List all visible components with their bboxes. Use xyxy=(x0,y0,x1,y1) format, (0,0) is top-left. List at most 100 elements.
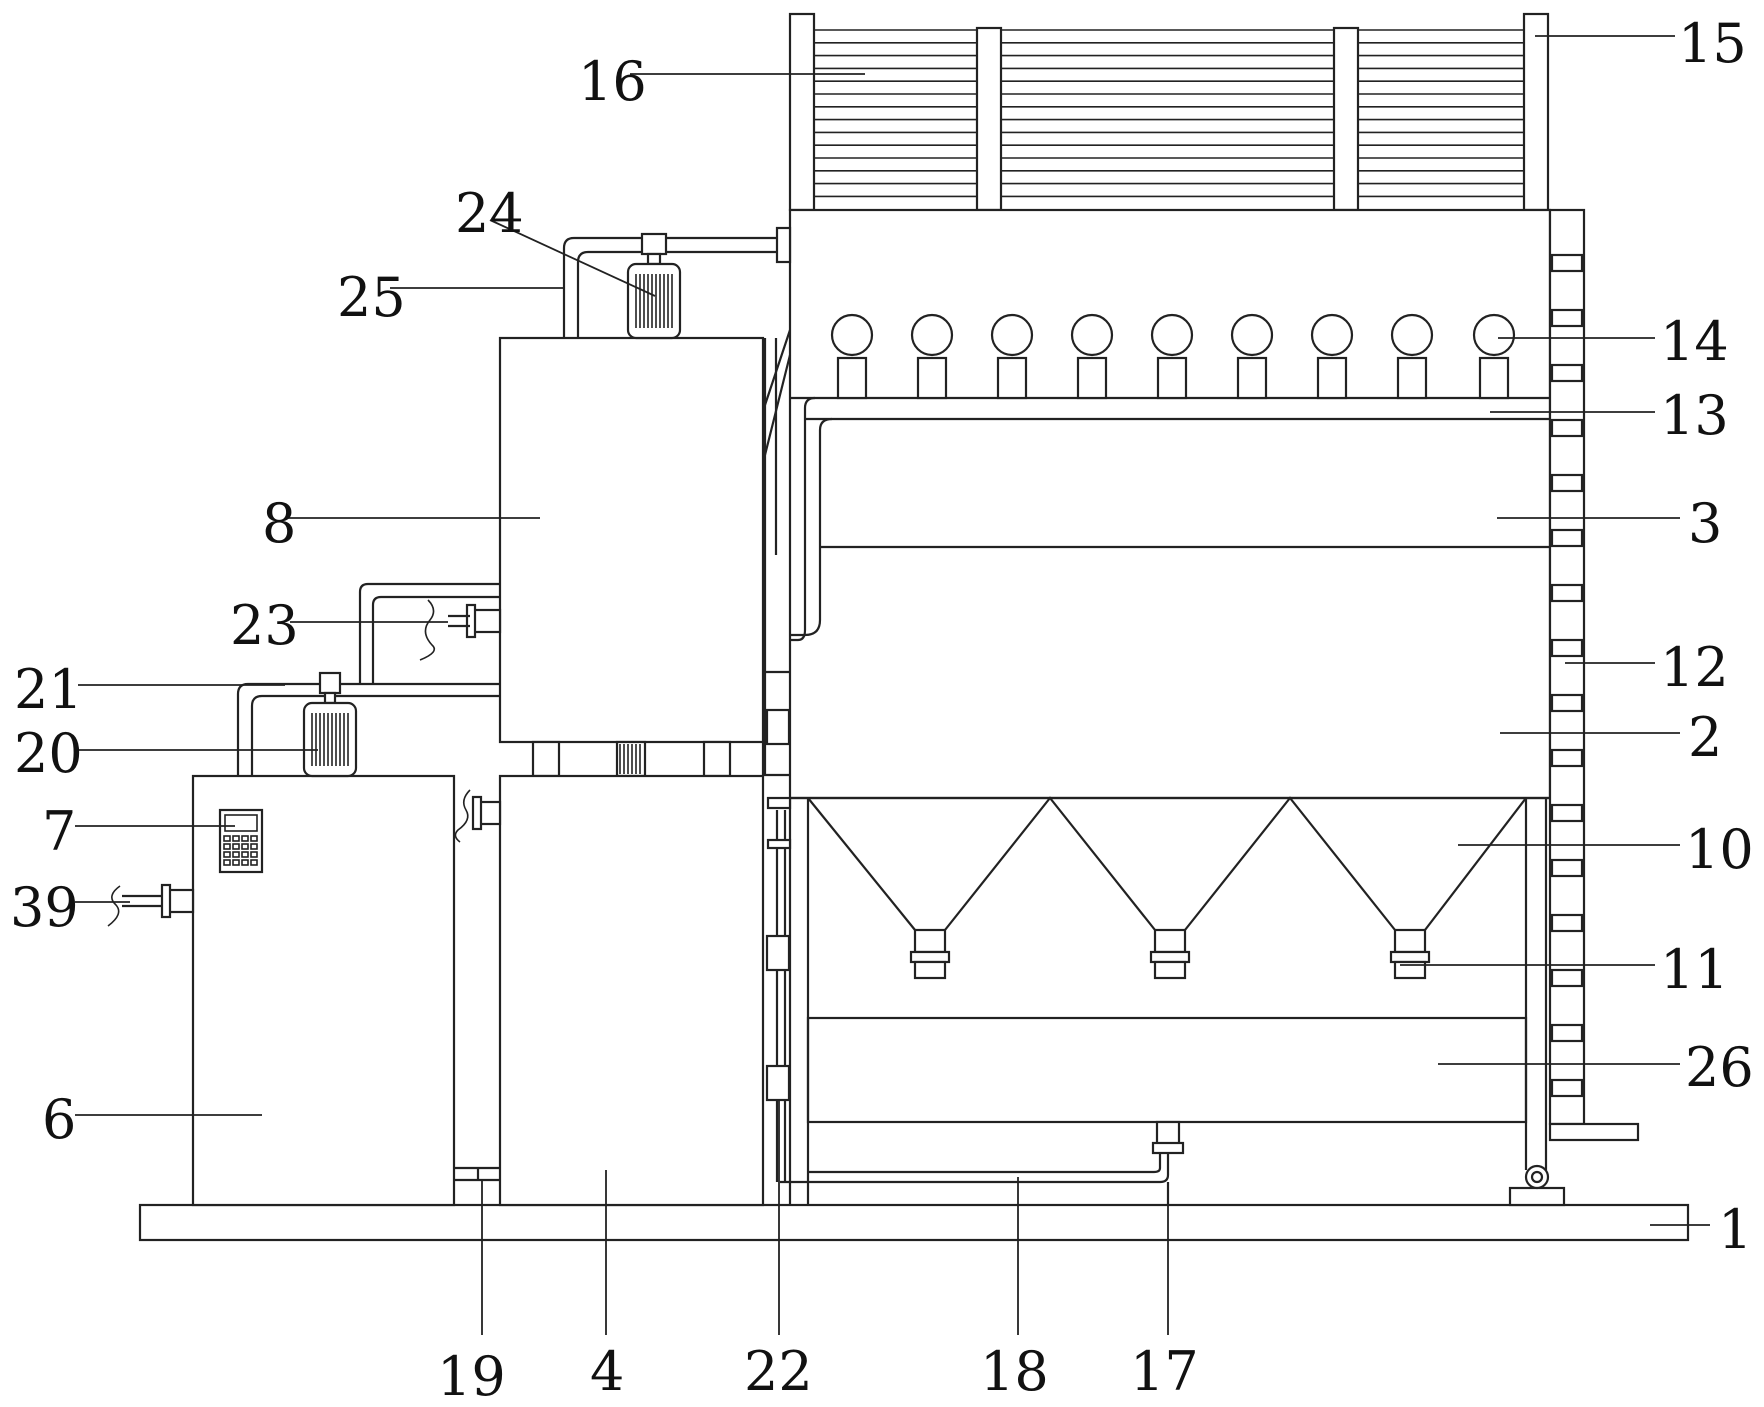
label-23: 23 xyxy=(230,594,299,657)
ladder-rung xyxy=(1550,858,1584,878)
label-17: 17 xyxy=(1130,1340,1199,1403)
main-housing xyxy=(788,208,1552,800)
outlet-flange xyxy=(1389,950,1431,964)
keypad-key xyxy=(223,859,231,866)
nozzle-body xyxy=(1236,356,1268,400)
ladder-rung xyxy=(1550,638,1584,658)
outlet-tip xyxy=(913,960,947,980)
keypad-key xyxy=(223,835,231,842)
reference-numerals: 15 16 24 25 14 13 3 8 23 12 21 20 2 7 10… xyxy=(10,12,1754,1407)
ladder-rung xyxy=(1550,913,1584,933)
nozzle-body xyxy=(1396,356,1428,400)
keypad-key xyxy=(241,859,249,866)
nozzle-head xyxy=(830,313,874,357)
label-1: 1 xyxy=(1718,1198,1752,1261)
ladder-rung xyxy=(1550,308,1584,328)
outlet-tip xyxy=(1393,960,1427,980)
ladder-rung xyxy=(1550,803,1584,823)
nozzle-head xyxy=(1310,313,1354,357)
label-14: 14 xyxy=(1660,310,1729,373)
keypad-key xyxy=(223,843,231,850)
nozzle-body xyxy=(996,356,1028,400)
keypad-key xyxy=(232,835,240,842)
label-19: 19 xyxy=(437,1345,506,1407)
nozzle-body xyxy=(1478,356,1510,400)
top-pump xyxy=(562,226,792,340)
keypad-key xyxy=(241,843,249,850)
left-pump xyxy=(236,671,500,778)
outlet-flange xyxy=(909,950,951,964)
ladder-rung xyxy=(1550,528,1584,548)
outlet-neck xyxy=(1153,928,1187,954)
keypad-key xyxy=(223,851,231,858)
keypad-key xyxy=(232,843,240,850)
inlet-pipe-23 xyxy=(358,582,502,684)
nozzle-body xyxy=(836,356,868,400)
spray-pipe xyxy=(790,396,816,642)
ladder-rung xyxy=(1550,693,1584,713)
nozzle-head xyxy=(1070,313,1114,357)
label-3: 3 xyxy=(1688,492,1722,555)
nozzles xyxy=(830,313,1516,400)
label-7: 7 xyxy=(42,800,76,863)
label-12: 12 xyxy=(1660,636,1729,699)
label-6: 6 xyxy=(42,1088,76,1151)
keypad-key xyxy=(232,859,240,866)
keypad-key xyxy=(250,851,258,858)
label-20: 20 xyxy=(14,722,83,785)
keypad-key xyxy=(232,851,240,858)
side-ladder xyxy=(1548,208,1640,1142)
ladder-rung xyxy=(1550,1023,1584,1043)
hopper-section xyxy=(788,796,1548,1205)
keypad-key xyxy=(250,835,258,842)
keypad-key xyxy=(241,835,249,842)
inlet-pipe-39 xyxy=(107,883,195,927)
nozzle-head xyxy=(910,313,954,357)
outlet-neck xyxy=(1393,928,1427,954)
drain-pipe xyxy=(780,1120,1185,1205)
nozzle-body xyxy=(1076,356,1108,400)
label-24: 24 xyxy=(455,182,524,245)
label-8: 8 xyxy=(262,492,296,555)
nozzle-head xyxy=(1150,313,1194,357)
hopper-outlets xyxy=(909,928,1431,980)
label-4: 4 xyxy=(590,1340,624,1403)
nozzle-head xyxy=(1230,313,1274,357)
outlet-tip xyxy=(1153,960,1187,980)
panel-slats xyxy=(814,29,1524,198)
label-39: 39 xyxy=(10,876,79,939)
nozzle-head xyxy=(990,313,1034,357)
ladder-rung xyxy=(1550,1078,1584,1098)
upper-tank xyxy=(498,336,765,744)
label-22: 22 xyxy=(744,1340,813,1403)
nozzle-body xyxy=(916,356,948,400)
label-15: 15 xyxy=(1678,12,1747,75)
outlet-flange xyxy=(1149,950,1191,964)
outlet-neck xyxy=(913,928,947,954)
label-2: 2 xyxy=(1688,706,1722,769)
keypad-key xyxy=(250,843,258,850)
keypad-key xyxy=(241,851,249,858)
ladder-rung xyxy=(1550,473,1584,493)
nozzle-body xyxy=(1316,356,1348,400)
label-10: 10 xyxy=(1685,818,1754,881)
ladder-rung xyxy=(1550,968,1584,988)
ladder-rung xyxy=(1550,253,1584,273)
nozzle-head xyxy=(1472,313,1516,357)
leader-lines xyxy=(75,35,1710,1335)
label-13: 13 xyxy=(1660,384,1729,447)
nozzle-body xyxy=(1156,356,1188,400)
solar-panel xyxy=(788,12,1550,212)
ladder-rung xyxy=(1550,748,1584,768)
label-25: 25 xyxy=(337,266,406,329)
label-26: 26 xyxy=(1685,1036,1754,1099)
lower-tank xyxy=(498,774,765,1207)
control-panel xyxy=(218,808,264,874)
label-18: 18 xyxy=(980,1340,1049,1403)
ladder-rung xyxy=(1550,418,1584,438)
label-21: 21 xyxy=(14,658,83,721)
ladder-rung xyxy=(1550,363,1584,383)
label-16: 16 xyxy=(578,50,647,113)
keypad-key xyxy=(250,859,258,866)
